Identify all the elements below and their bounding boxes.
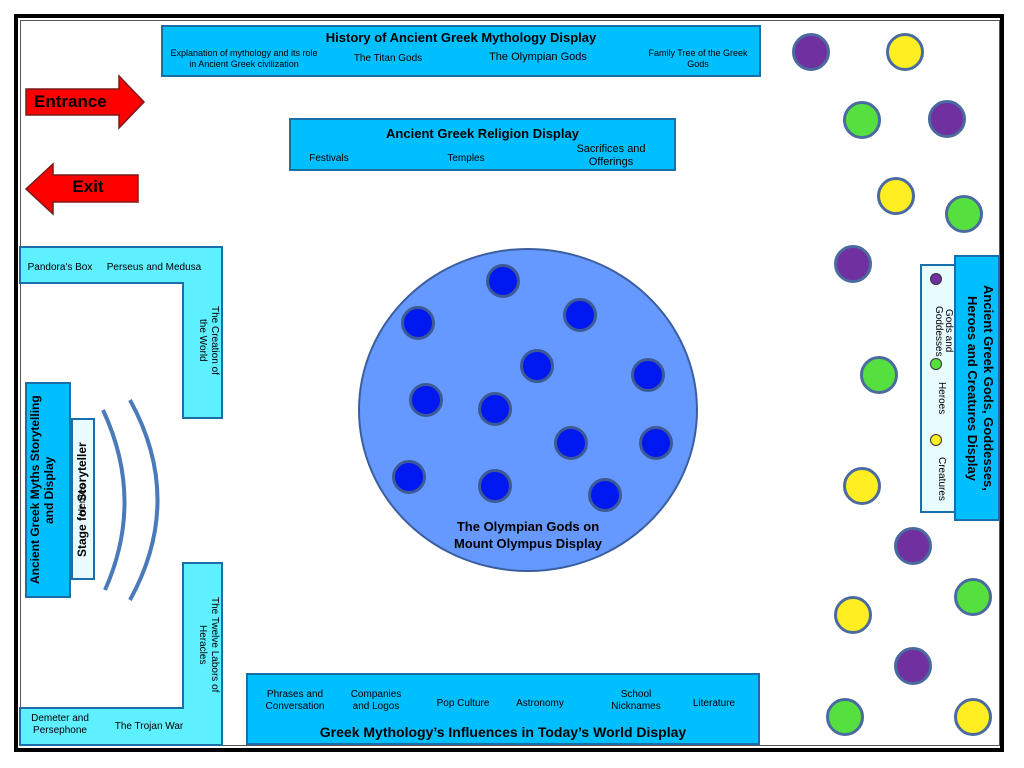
olympian-god-marker [478,392,512,426]
entrance-arrow [25,74,146,130]
legend-gods-dot [930,273,942,285]
history-display: History of Ancient Greek Mythology Displ… [161,25,761,77]
olympus-title: The Olympian Gods on Mount Olympus Displ… [453,519,603,551]
influence-item: Pop Culture [436,698,490,709]
influence-item: Literature [692,698,736,709]
god-marker [834,245,872,283]
influence-item: Astronomy [516,698,564,709]
hero-marker [843,101,881,139]
history-item: Explanation of mythology and its role in… [170,48,318,69]
god-marker [894,647,932,685]
olympian-god-marker [588,478,622,512]
legend-creatures-label: Creatures [936,457,947,501]
myth-item: Demeter and Persephone [31,713,89,736]
history-title: History of Ancient Greek Mythology Displ… [325,30,597,45]
exit-arrow [24,162,139,216]
olympian-god-marker [401,306,435,340]
legend-creatures-dot [930,434,942,446]
olympian-god-marker [392,460,426,494]
legend-gods-label: Gods and Goddesses [933,305,954,357]
influences-title: Greek Mythology’s Influences in Today’s … [319,724,687,740]
creature-marker [877,177,915,215]
history-item: Family Tree of the Greek Gods [648,48,748,69]
god-marker [894,527,932,565]
myths-display: Ancient Greek Myths Storytelling and Dis… [25,382,71,598]
stage-label: Stage for Storyteller [75,442,89,558]
storyteller-stage: Heroes Stage for Storyteller [71,418,95,580]
olympian-god-marker [554,426,588,460]
hero-marker [945,195,983,233]
creature-marker [954,698,992,736]
history-item: The Titan Gods [353,53,423,64]
legend-heroes-dot [930,358,942,370]
myths-title: Ancient Greek Myths Storytelling and Dis… [28,395,56,585]
olympian-god-marker [639,426,673,460]
myth-item: The Twelve Labors of Heracles [197,597,220,693]
history-item: The Olympian Gods [489,51,587,63]
exit-label: Exit [72,177,104,196]
gods-display-title: Ancient Greek Gods, Goddesses, Heroes an… [965,285,996,491]
legend-heroes-label: Heroes [936,381,947,415]
religion-title: Ancient Greek Religion Display [386,126,579,141]
god-marker [792,33,830,71]
influence-item: Companies and Logos [350,689,402,712]
olympian-god-marker [631,358,665,392]
influence-item: School Nicknames [611,689,661,712]
olympian-god-marker [478,469,512,503]
hero-marker [826,698,864,736]
creature-marker [843,467,881,505]
gods-display: Ancient Greek Gods, Goddesses, Heroes an… [954,255,1000,521]
religion-item: Festivals [309,153,349,164]
myth-item: Perseus and Medusa [106,262,202,273]
olympian-god-marker [486,264,520,298]
creature-marker [834,596,872,634]
olympian-god-marker [409,383,443,417]
influence-item: Phrases and Conversation [265,689,325,712]
myth-item: The Trojan War [114,721,184,732]
hero-marker [860,356,898,394]
religion-item: Temples [447,153,485,164]
olympian-god-marker [520,349,554,383]
myth-item: The Creation of the World [197,305,220,375]
creature-marker [886,33,924,71]
god-marker [928,100,966,138]
olympian-god-marker [563,298,597,332]
influences-display: Phrases and Conversation Companies and L… [246,673,760,745]
myth-item: Pandora's Box [27,262,93,273]
gods-legend-box: Gods and Goddesses Heroes Creatures [920,264,956,513]
hero-marker [954,578,992,616]
entrance-label: Entrance [34,92,107,111]
religion-item: Sacrifices and Offerings [576,143,646,168]
religion-display: Ancient Greek Religion Display Festivals… [289,118,676,171]
